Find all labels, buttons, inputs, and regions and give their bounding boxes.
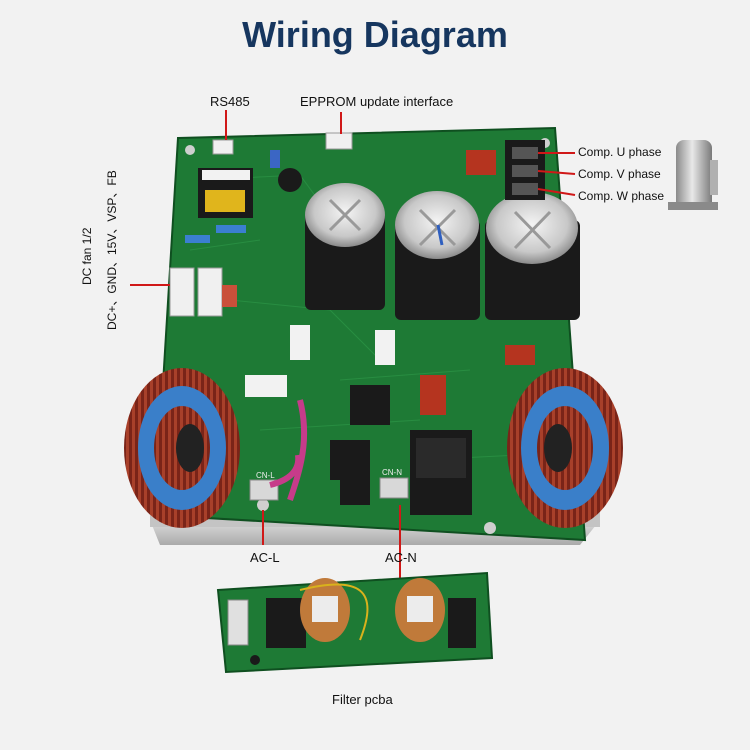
compressor-terminal-block xyxy=(505,140,545,200)
capacitor xyxy=(305,183,385,310)
capacitor xyxy=(485,192,580,320)
epprom-connector xyxy=(325,132,353,150)
filter-pcba xyxy=(216,571,494,674)
dc-signals-label: DC+、GND、15V、VSP、FB xyxy=(105,170,119,330)
relay xyxy=(410,430,472,515)
filter-pcba-label: Filter pcba xyxy=(332,692,393,707)
toroid-inductor-right xyxy=(507,368,623,528)
page-title: Wiring Diagram xyxy=(242,14,508,55)
cn-l-label: CN-L xyxy=(256,471,275,480)
dc-fan-label: DC fan 1/2 xyxy=(80,227,94,285)
rs485-connector xyxy=(212,139,234,155)
transformer xyxy=(198,168,253,218)
rs485-label: RS485 xyxy=(210,94,250,109)
comp-v-label: Comp. V phase xyxy=(578,167,661,181)
ac-n-label: AC-N xyxy=(385,550,417,565)
toroid-inductor-left xyxy=(124,368,240,528)
dc-fan-connector xyxy=(169,267,223,317)
comp-u-label: Comp. U phase xyxy=(578,145,662,159)
compressor-icon xyxy=(668,140,718,210)
pointer-lines xyxy=(130,110,576,578)
capacitor xyxy=(395,191,480,320)
ac-terminals xyxy=(249,399,409,505)
ac-l-label: AC-L xyxy=(250,550,280,565)
small-components xyxy=(185,150,535,425)
epprom-label: EPPROM update interface xyxy=(300,94,454,109)
cn-n-label: CN-N xyxy=(382,468,402,477)
comp-w-label: Comp. W phase xyxy=(578,189,665,203)
